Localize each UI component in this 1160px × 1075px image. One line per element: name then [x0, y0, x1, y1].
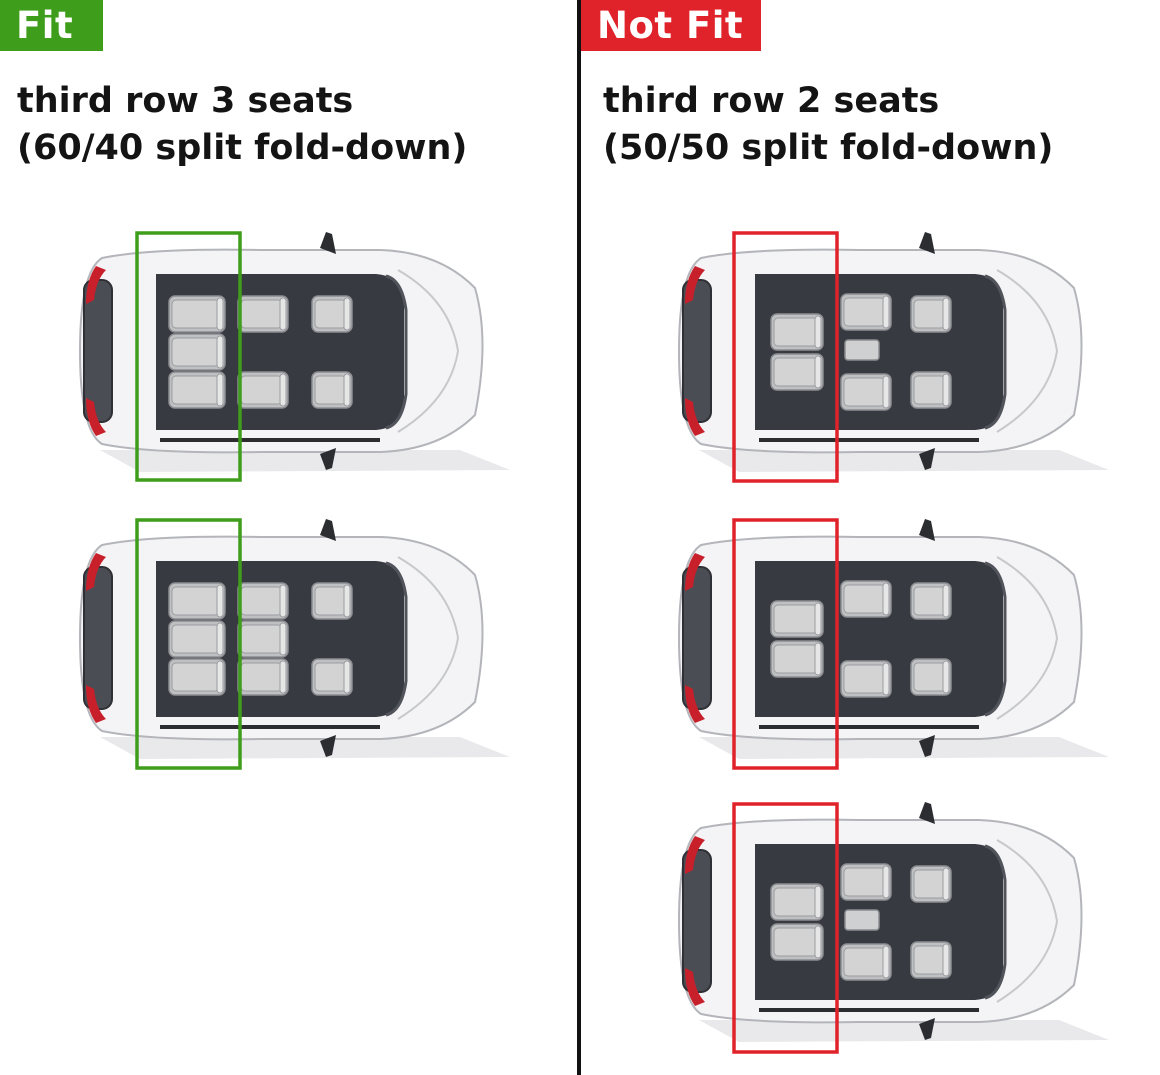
fit-highlight-box-1: [135, 231, 242, 482]
not-fit-highlight-box-3: [732, 802, 839, 1054]
front-seat: [311, 658, 353, 696]
third-row-seat: [770, 923, 824, 961]
second-row-seat: [840, 373, 892, 411]
second-row-seat: [840, 943, 892, 981]
front-seat: [910, 371, 952, 409]
mirror-bottom: [919, 448, 935, 470]
tail-light-bottom: [685, 398, 705, 436]
not-fit-heading: third row 2 seats (50/50 split fold-down…: [603, 78, 1053, 172]
third-row-seat: [168, 582, 226, 620]
tail-light-bottom: [86, 398, 106, 436]
fit-car-1: [78, 232, 510, 472]
not-fit-highlight-box-2: [732, 518, 839, 770]
car-shadow: [699, 450, 1109, 472]
fit-heading-line-1: third row 3 seats: [17, 81, 354, 121]
not-fit-badge: Not Fit: [581, 0, 761, 51]
front-seat: [910, 865, 952, 903]
hood-line: [397, 269, 460, 433]
front-seat: [910, 582, 952, 620]
front-seat: [910, 295, 952, 333]
fit-highlight-box-2: [135, 518, 242, 770]
tail-light-bottom: [86, 685, 106, 723]
not-fit-car-3: [677, 802, 1109, 1042]
fit-heading: third row 3 seats (60/40 split fold-down…: [17, 78, 467, 172]
tail-light-top: [685, 553, 705, 591]
windshield: [385, 274, 408, 430]
center-console: [844, 909, 880, 931]
panel-divider: [577, 0, 581, 1075]
hood-line: [996, 269, 1059, 433]
third-row-seat: [770, 353, 824, 391]
third-row-seat: [168, 295, 226, 333]
windshield: [984, 274, 1007, 430]
car-shadow: [699, 1020, 1109, 1042]
not-fit-car-2: [677, 519, 1109, 759]
hood-line: [996, 556, 1059, 720]
second-row-seat: [840, 863, 892, 901]
hood-line: [397, 556, 460, 720]
tail-light-top: [86, 266, 106, 304]
third-row-seat: [770, 313, 824, 351]
front-seat: [910, 941, 952, 979]
not-fit-heading-line-2: (50/50 split fold-down): [603, 128, 1054, 168]
second-row-seat: [237, 371, 289, 409]
hood-line: [996, 839, 1059, 1003]
third-row-seat: [168, 371, 226, 409]
second-row-seat: [237, 620, 289, 658]
third-row-seat: [168, 658, 226, 696]
second-row-seat: [840, 293, 892, 331]
mirror-top: [919, 519, 935, 541]
second-row-seat: [840, 660, 892, 698]
mirror-bottom: [320, 448, 336, 470]
second-row-seat: [237, 582, 289, 620]
tail-light-top: [685, 266, 705, 304]
tail-light-bottom: [685, 968, 705, 1006]
car-shadow: [100, 737, 510, 759]
car-shadow: [100, 450, 510, 472]
not-fit-car-1: [677, 232, 1109, 472]
third-row-seat: [770, 640, 824, 678]
third-row-seat: [770, 600, 824, 638]
windshield: [984, 561, 1007, 717]
third-row-seat: [168, 620, 226, 658]
tail-light-bottom: [685, 685, 705, 723]
windshield: [984, 844, 1007, 1000]
front-seat: [311, 371, 353, 409]
front-seat: [311, 295, 353, 333]
mirror-bottom: [919, 735, 935, 757]
mirror-top: [919, 802, 935, 824]
fit-panel: Fit third row 3 seats (60/40 split fold-…: [0, 0, 577, 1075]
tail-light-top: [86, 553, 106, 591]
mirror-top: [919, 232, 935, 254]
second-row-seat: [840, 580, 892, 618]
third-row-seat: [770, 883, 824, 921]
car-shadow: [699, 737, 1109, 759]
not-fit-panel: Not Fit third row 2 seats (50/50 split f…: [581, 0, 1160, 1075]
fit-badge: Fit: [0, 0, 103, 51]
fit-car-2: [78, 519, 510, 759]
front-seat: [311, 582, 353, 620]
windshield: [385, 561, 408, 717]
not-fit-highlight-box-1: [732, 231, 839, 483]
second-row-seat: [237, 658, 289, 696]
mirror-top: [320, 232, 336, 254]
mirror-bottom: [320, 735, 336, 757]
not-fit-cars-illustration: [677, 231, 1109, 1054]
mirror-bottom: [919, 1018, 935, 1040]
tail-light-top: [685, 836, 705, 874]
fit-heading-line-2: (60/40 split fold-down): [17, 128, 468, 168]
not-fit-heading-line-1: third row 2 seats: [603, 81, 940, 121]
center-console: [844, 339, 880, 361]
second-row-seat: [237, 295, 289, 333]
mirror-top: [320, 519, 336, 541]
fit-cars-illustration: [78, 231, 510, 770]
third-row-seat: [168, 333, 226, 371]
front-seat: [910, 658, 952, 696]
